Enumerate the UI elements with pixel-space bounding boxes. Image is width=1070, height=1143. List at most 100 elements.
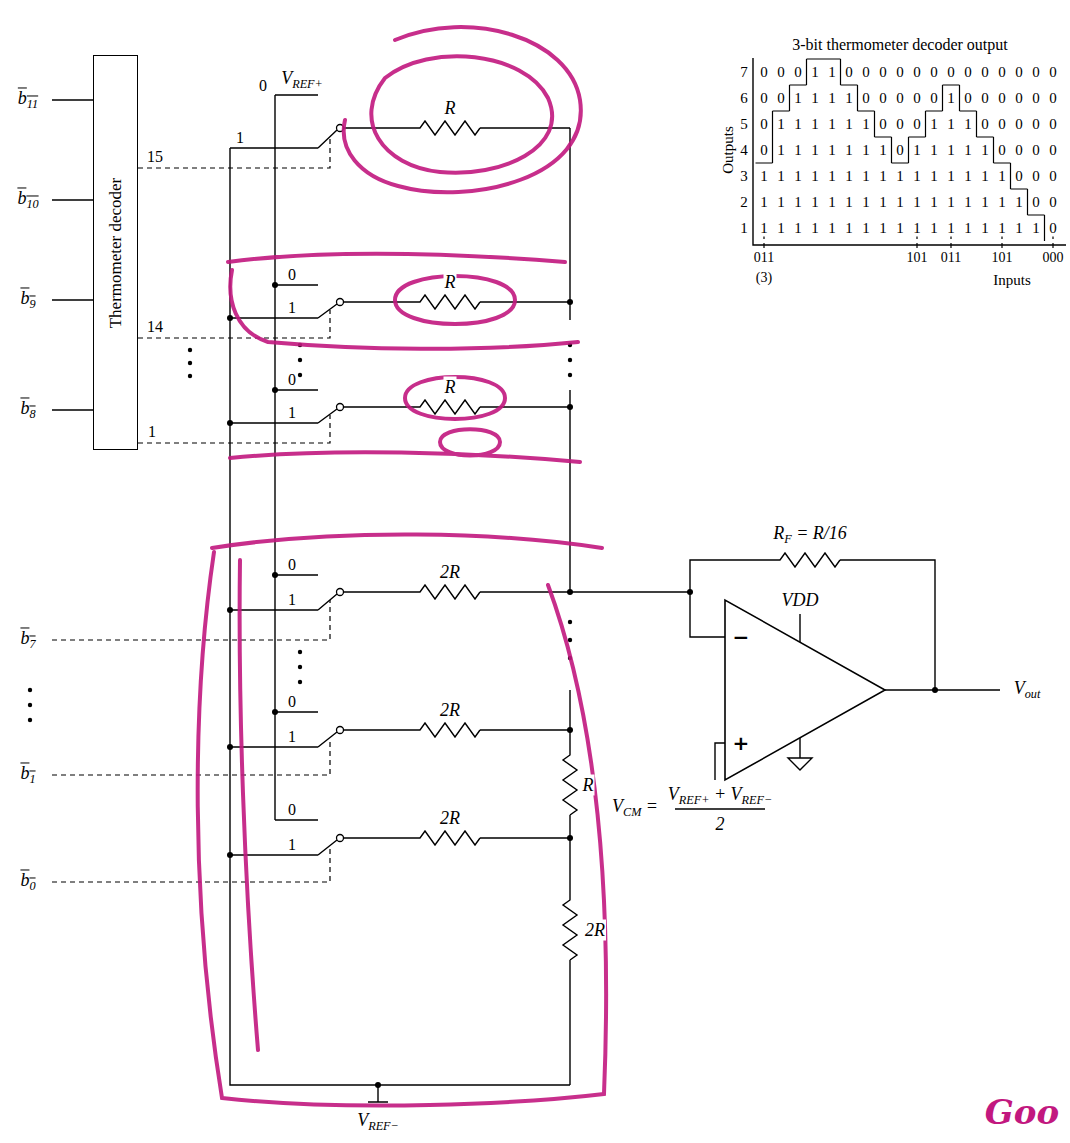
reference-voltage: VREF+ xyxy=(280,68,324,91)
table-cell: 1 xyxy=(861,116,871,133)
table-cell: 1 xyxy=(912,194,922,211)
table-cell: 0 xyxy=(963,64,973,81)
table-cell: 0 xyxy=(997,64,1007,81)
subscript-part: REF+ xyxy=(679,793,710,807)
switch-terminal: 0 xyxy=(287,801,297,819)
decoder-box: Thermometer decoder xyxy=(93,55,138,450)
text-part: = R/16 xyxy=(792,523,847,543)
table-cell: 1 xyxy=(844,194,854,211)
table-cell: 1 xyxy=(810,220,820,237)
table-cell: 1 xyxy=(844,142,854,159)
axis-tick-label: 011 xyxy=(940,250,962,266)
decoder-output-number: 1 xyxy=(147,423,157,441)
opamp-symbol: −+ xyxy=(725,600,885,780)
input-bit: b11 xyxy=(17,88,39,111)
text-part: b xyxy=(20,398,29,418)
resistor-label: 2R xyxy=(439,700,461,721)
table-cell: 1 xyxy=(793,90,803,107)
table-cell: 0 xyxy=(1014,116,1024,133)
supply-label: VDD xyxy=(781,590,820,611)
table-cell: 1 xyxy=(776,194,786,211)
resistor-label: R xyxy=(582,775,595,796)
switch-terminal: 1 xyxy=(235,129,245,147)
row-label: 2 xyxy=(739,194,749,211)
fraction-denominator: 2 xyxy=(715,814,726,835)
table-cell: 1 xyxy=(912,220,922,237)
table-cell: 0 xyxy=(1048,116,1058,133)
table-cell: 1 xyxy=(810,64,820,81)
row-label: 6 xyxy=(739,90,749,107)
text-part: b xyxy=(20,870,29,890)
subscript-part: 11 xyxy=(27,97,38,111)
table-cell: 0 xyxy=(1048,64,1058,81)
text-part: V xyxy=(357,1110,368,1130)
table-cell: 0 xyxy=(980,90,990,107)
table-cell: 0 xyxy=(1031,142,1041,159)
subscript-part: CM xyxy=(623,805,641,819)
row-label: 4 xyxy=(739,142,749,159)
text-part: = xyxy=(641,796,658,816)
table-cell: 0 xyxy=(759,64,769,81)
table-cell: 1 xyxy=(878,220,888,237)
input-bit: b9 xyxy=(19,288,36,311)
switch-terminal: 1 xyxy=(287,836,297,854)
table-cell: 1 xyxy=(895,168,905,185)
table-cell: 1 xyxy=(810,142,820,159)
table-title: 3-bit thermometer decoder output xyxy=(791,36,1008,54)
resistor-label: R xyxy=(444,98,457,119)
table-cell: 1 xyxy=(861,194,871,211)
table-cell: 1 xyxy=(844,116,854,133)
table-cell: 1 xyxy=(827,220,837,237)
table-cell: 0 xyxy=(776,90,786,107)
switch-terminal: 0 xyxy=(258,77,268,95)
text-part: b xyxy=(20,628,29,648)
decoder-output-number: 15 xyxy=(146,148,164,166)
table-cell: 1 xyxy=(963,142,973,159)
table-cell: 0 xyxy=(997,116,1007,133)
table-cell: 0 xyxy=(946,64,956,81)
row-label: 3 xyxy=(739,168,749,185)
table-cell: 1 xyxy=(929,168,939,185)
table-cell: 1 xyxy=(861,220,871,237)
table-cell: 1 xyxy=(878,194,888,211)
table-cell: 0 xyxy=(1014,168,1024,185)
table-cell: 1 xyxy=(946,220,956,237)
resistor-label: 2R xyxy=(439,808,461,829)
table-cell: 0 xyxy=(861,64,871,81)
table-cell: 1 xyxy=(997,168,1007,185)
switch-terminal: 1 xyxy=(287,404,297,422)
table-cell: 1 xyxy=(776,220,786,237)
table-cell: 1 xyxy=(997,220,1007,237)
table-cell: 0 xyxy=(1048,168,1058,185)
table-cell: 0 xyxy=(1031,168,1041,185)
table-cell: 0 xyxy=(1048,194,1058,211)
table-cell: 1 xyxy=(929,142,939,159)
table-cell: 0 xyxy=(759,90,769,107)
table-cell: 0 xyxy=(997,90,1007,107)
table-cell: 1 xyxy=(810,116,820,133)
table-cell: 0 xyxy=(895,116,905,133)
table-cell: 0 xyxy=(980,116,990,133)
table-cell: 0 xyxy=(929,64,939,81)
table-cell: 1 xyxy=(861,142,871,159)
text-part: V xyxy=(668,784,679,804)
table-cell: 1 xyxy=(946,194,956,211)
text-part: V xyxy=(731,784,742,804)
table-cell: 0 xyxy=(1048,90,1058,107)
table-cell: 1 xyxy=(810,168,820,185)
noninverting-input-sign: + xyxy=(733,731,750,755)
table-cell: 1 xyxy=(912,168,922,185)
table-cell: 1 xyxy=(929,220,939,237)
input-bit: b8 xyxy=(19,398,36,421)
table-cell: 1 xyxy=(759,194,769,211)
table-cell: 1 xyxy=(963,116,973,133)
axis-tick-label: 011 xyxy=(753,250,775,266)
table-cell: 1 xyxy=(827,168,837,185)
switch-terminal: 0 xyxy=(287,693,297,711)
table-cell: 1 xyxy=(844,90,854,107)
table-cell: 1 xyxy=(827,116,837,133)
text-part: b xyxy=(17,188,26,208)
table-cell: 0 xyxy=(895,142,905,159)
table-cell: 1 xyxy=(878,168,888,185)
